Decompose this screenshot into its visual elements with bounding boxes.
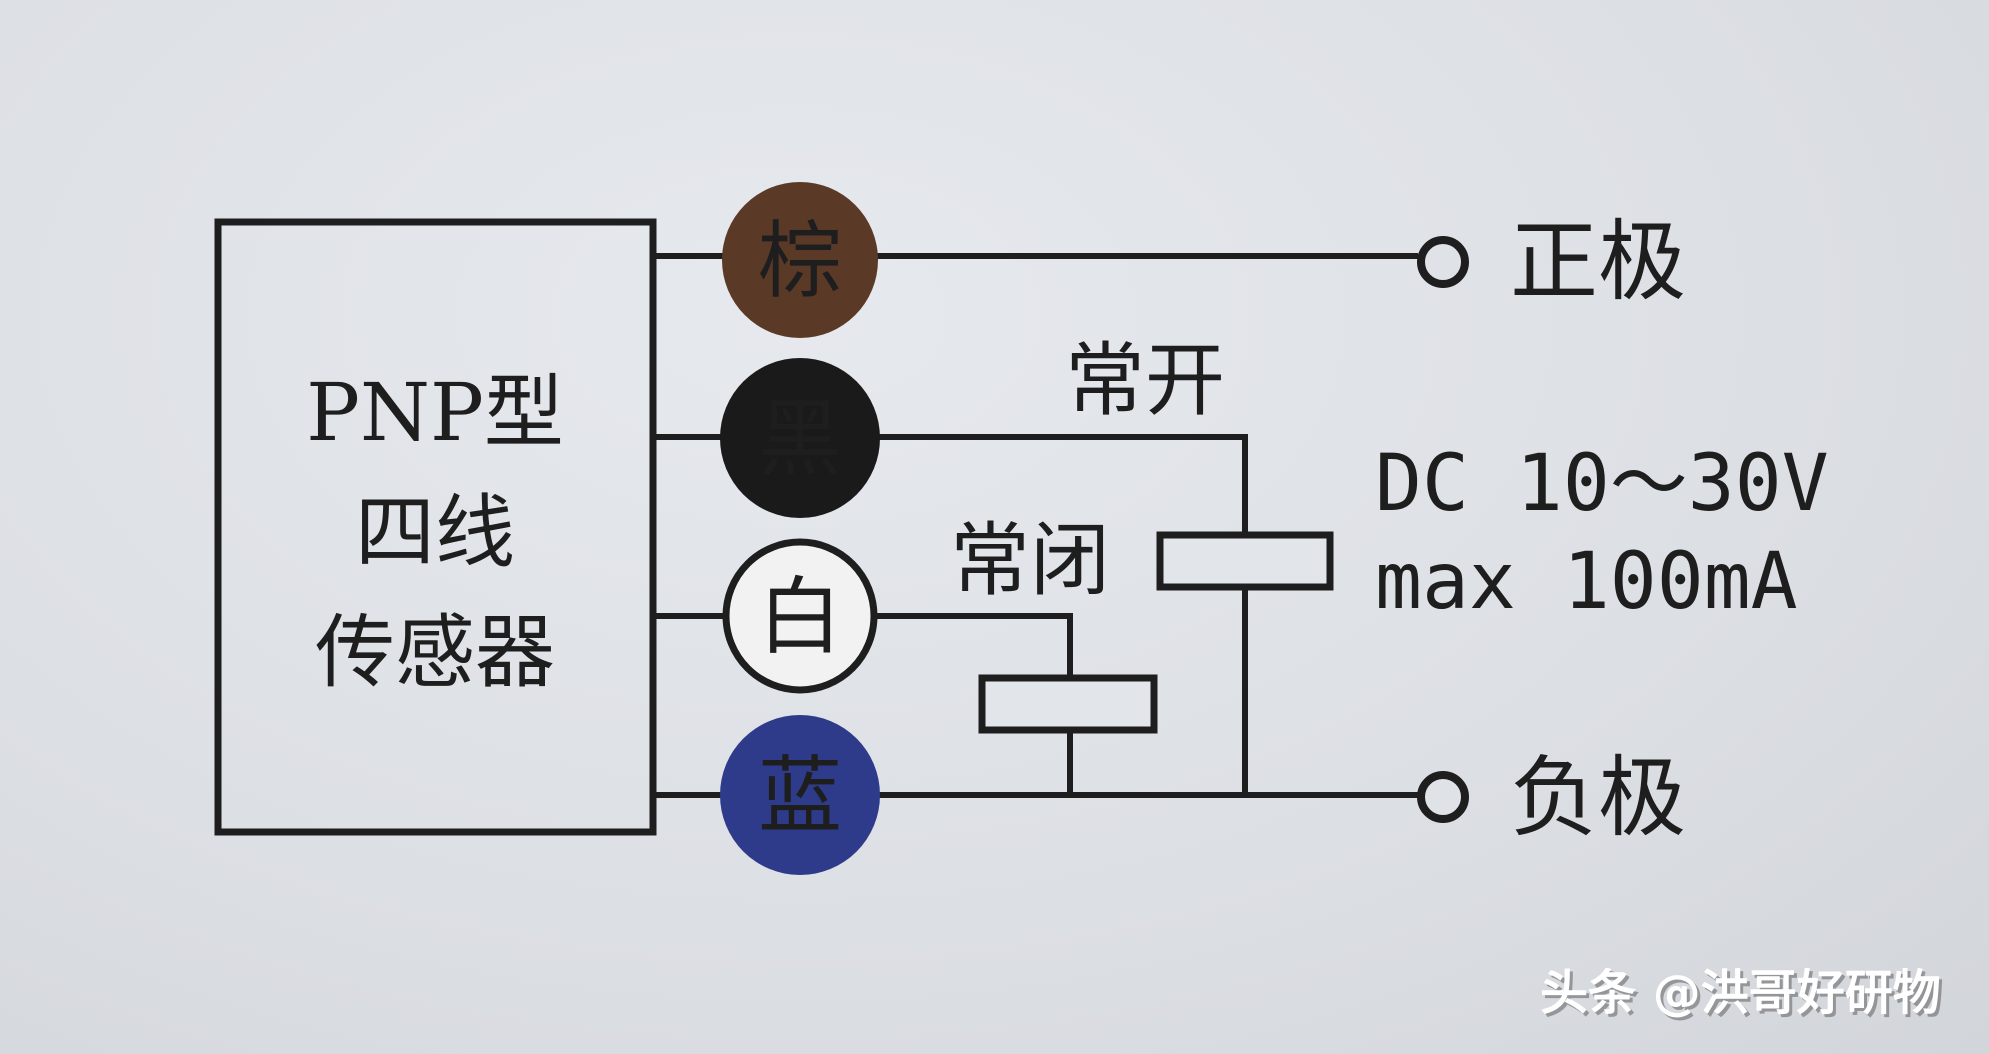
normally-open-label: 常开 xyxy=(1065,334,1225,427)
sensor-label-line2: 四线 xyxy=(355,486,515,579)
wire-badge-brown-label: 棕 xyxy=(758,212,842,310)
positive-terminal xyxy=(1417,236,1469,288)
watermark: 头条 @洪哥好研物 xyxy=(1540,965,1941,1021)
wire-badge-white-circle xyxy=(722,538,878,694)
load-normally-closed xyxy=(978,674,1158,734)
wire-badge-black-circle xyxy=(720,358,880,518)
supply-voltage: DC 10～30V xyxy=(1375,439,1829,529)
negative-label: 负极 xyxy=(1510,746,1686,849)
positive-label: 正极 xyxy=(1510,210,1686,313)
wire-badge-white-label: 白 xyxy=(758,568,842,666)
normally-closed-label: 常闭 xyxy=(950,514,1110,607)
wire-badge-blue: 蓝 xyxy=(720,715,880,875)
supply-current: max 100mA xyxy=(1375,537,1798,627)
wire-white-load xyxy=(875,613,1073,682)
wire-badge-blue-circle xyxy=(720,715,880,875)
wire-badge-brown: 棕 xyxy=(722,182,878,338)
sensor-box xyxy=(214,218,657,836)
wire-badge-black-label: 黑 xyxy=(758,390,842,488)
wire-black-load xyxy=(875,434,1248,540)
wire-badge-blue-label: 蓝 xyxy=(758,747,842,845)
wire-badge-black: 黑 xyxy=(720,358,880,518)
load-normally-open xyxy=(1156,531,1334,591)
watermark-shadow: 头条 @洪哥好研物 xyxy=(1543,968,1944,1024)
sensor-label-line1: PNP型 xyxy=(306,366,564,459)
wire-badge-brown-circle xyxy=(722,182,878,338)
sensor-label-line3: 传感器 xyxy=(315,606,555,699)
wire-badge-white: 白 xyxy=(722,538,878,694)
negative-terminal xyxy=(1417,771,1469,823)
